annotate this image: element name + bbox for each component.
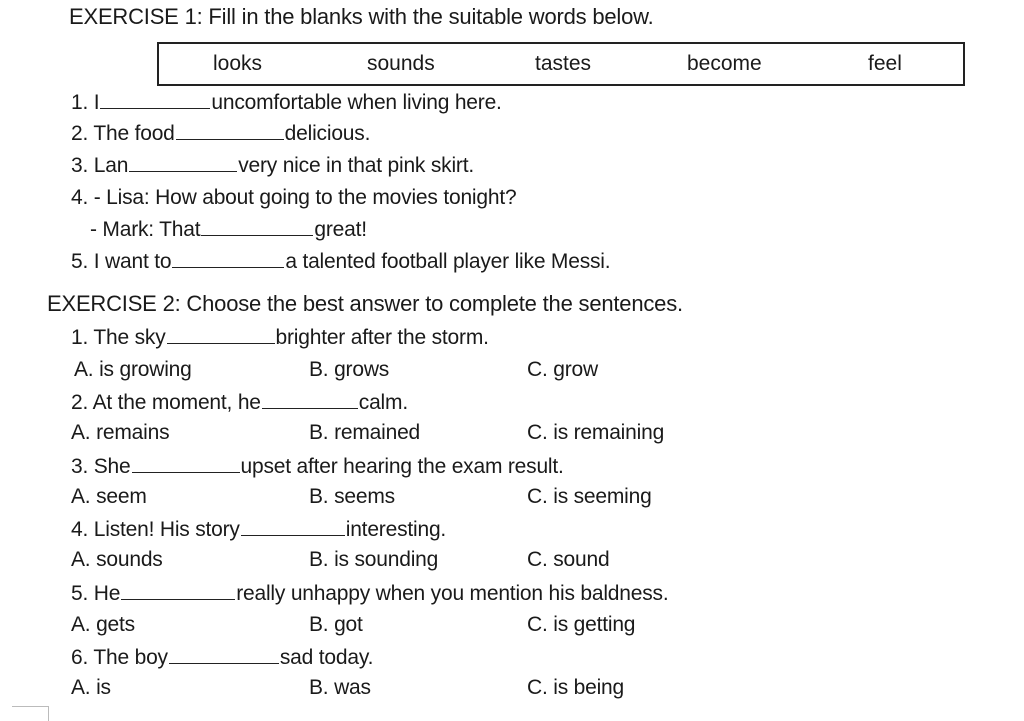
ex2-q5-option-b[interactable]: B. got <box>309 613 363 636</box>
word-tastes: tastes <box>535 52 592 75</box>
ex2-q1-option-a[interactable]: A. is growing <box>74 358 192 381</box>
ex1-item-5-start: 5. I want to <box>71 250 172 273</box>
ex1-item-4-mark: - Mark: That great! <box>90 217 367 242</box>
ex2-question-2: 2. At the moment, he calm. <box>71 390 408 415</box>
ex2-q4-option-b[interactable]: B. is sounding <box>309 548 439 571</box>
ex2-q3-start: 3. She <box>71 455 131 478</box>
ex2-q2-option-a[interactable]: A. remains <box>71 421 170 444</box>
ex2-q2-blank[interactable] <box>261 390 358 409</box>
ex2-q5-blank[interactable] <box>121 581 236 600</box>
ex1-item-3-start: 3. Lan <box>71 154 129 177</box>
ex1-item-1-start: 1. I <box>71 91 100 114</box>
ex1-item-2-end: delicious. <box>284 122 371 145</box>
ex1-item-4-lisa: 4. - Lisa: How about going to the movies… <box>71 186 517 210</box>
ex2-q4-option-a[interactable]: A. sounds <box>71 548 163 571</box>
ex2-q1-option-b[interactable]: B. grows <box>309 358 390 381</box>
ex2-q4-start: 4. Listen! His story <box>71 518 240 541</box>
ex2-question-1: 1. The sky brighter after the storm. <box>71 325 489 350</box>
ex2-q2-option-c[interactable]: C. is remaining <box>527 421 665 444</box>
ex2-question-3: 3. She upset after hearing the exam resul… <box>71 454 564 479</box>
ex2-q4-blank[interactable] <box>240 517 345 536</box>
ex2-q1-end: brighter after the storm. <box>275 326 489 349</box>
ex2-q3-end: upset after hearing the exam result. <box>240 455 564 478</box>
ex2-q3-option-b[interactable]: B. seems <box>309 485 395 508</box>
ex2-q6-start: 6. The boy <box>71 646 168 669</box>
ex2-question-5: 5. He really unhappy when you mention his… <box>71 581 669 606</box>
ex2-q3-blank[interactable] <box>131 454 240 473</box>
ex2-q1-option-c[interactable]: C. grow <box>527 358 598 381</box>
word-bank: looks sounds tastes become feel <box>157 42 965 86</box>
ex1-item-4-mark-start: - Mark: That <box>90 218 201 241</box>
ex1-item-3: 3. Lan very nice in that pink skirt. <box>71 153 474 178</box>
word-sounds: sounds <box>367 52 435 75</box>
ex1-item-2: 2. The food delicious. <box>71 121 370 146</box>
ex2-q6-end: sad today. <box>279 646 374 669</box>
ex2-q5-option-c[interactable]: C. is getting <box>527 613 636 636</box>
ex2-q6-blank[interactable] <box>168 645 279 664</box>
ex1-item-5: 5. I want to a talented football player l… <box>71 249 611 274</box>
ex2-q2-end: calm. <box>358 391 408 414</box>
ex2-q6-option-a[interactable]: A. is <box>71 676 111 699</box>
ex1-item-1-blank[interactable] <box>100 90 211 109</box>
ex2-q5-start: 5. He <box>71 582 121 605</box>
exercise-1-title: EXERCISE 1: Fill in the blanks with the … <box>69 4 654 29</box>
ex1-item-4-blank[interactable] <box>201 217 314 236</box>
ex1-item-4-start: 4. - Lisa: How about going to the movies… <box>71 186 517 209</box>
word-looks: looks <box>213 52 263 75</box>
ex2-q5-end: really unhappy when you mention his bald… <box>236 582 669 605</box>
ex1-item-1: 1. I uncomfortable when living here. <box>71 90 502 115</box>
ex2-q2-start: 2. At the moment, he <box>71 391 261 414</box>
ex1-item-3-end: very nice in that pink skirt. <box>238 154 474 177</box>
ex2-q3-option-a[interactable]: A. seem <box>71 485 147 508</box>
ex1-item-5-blank[interactable] <box>172 249 285 268</box>
ex1-item-2-start: 2. The food <box>71 122 175 145</box>
ex1-item-5-end: a talented football player like Messi. <box>285 250 611 273</box>
ex2-q6-option-c[interactable]: C. is being <box>527 676 625 699</box>
ex2-q3-option-c[interactable]: C. is seeming <box>527 485 652 508</box>
ex1-item-1-end: uncomfortable when living here. <box>211 91 502 114</box>
word-become: become <box>687 52 762 75</box>
ex2-q2-option-b[interactable]: B. remained <box>309 421 421 444</box>
ex1-item-2-blank[interactable] <box>175 121 284 140</box>
ex2-q5-option-a[interactable]: A. gets <box>71 613 135 636</box>
ex2-question-4: 4. Listen! His story interesting. <box>71 517 446 542</box>
word-feel: feel <box>868 52 902 75</box>
ex2-q6-option-b[interactable]: B. was <box>309 676 371 699</box>
ex2-q4-end: interesting. <box>345 518 447 541</box>
ex1-item-4-end: great! <box>314 218 367 241</box>
ex2-q1-blank[interactable] <box>166 325 275 344</box>
exercise-2-title: EXERCISE 2: Choose the best answer to co… <box>47 291 683 316</box>
ex1-item-3-blank[interactable] <box>129 153 238 172</box>
page-corner-decoration <box>12 706 49 721</box>
ex2-question-6: 6. The boy sad today. <box>71 645 373 670</box>
ex2-q1-start: 1. The sky <box>71 326 166 349</box>
ex2-q4-option-c[interactable]: C. sound <box>527 548 610 571</box>
